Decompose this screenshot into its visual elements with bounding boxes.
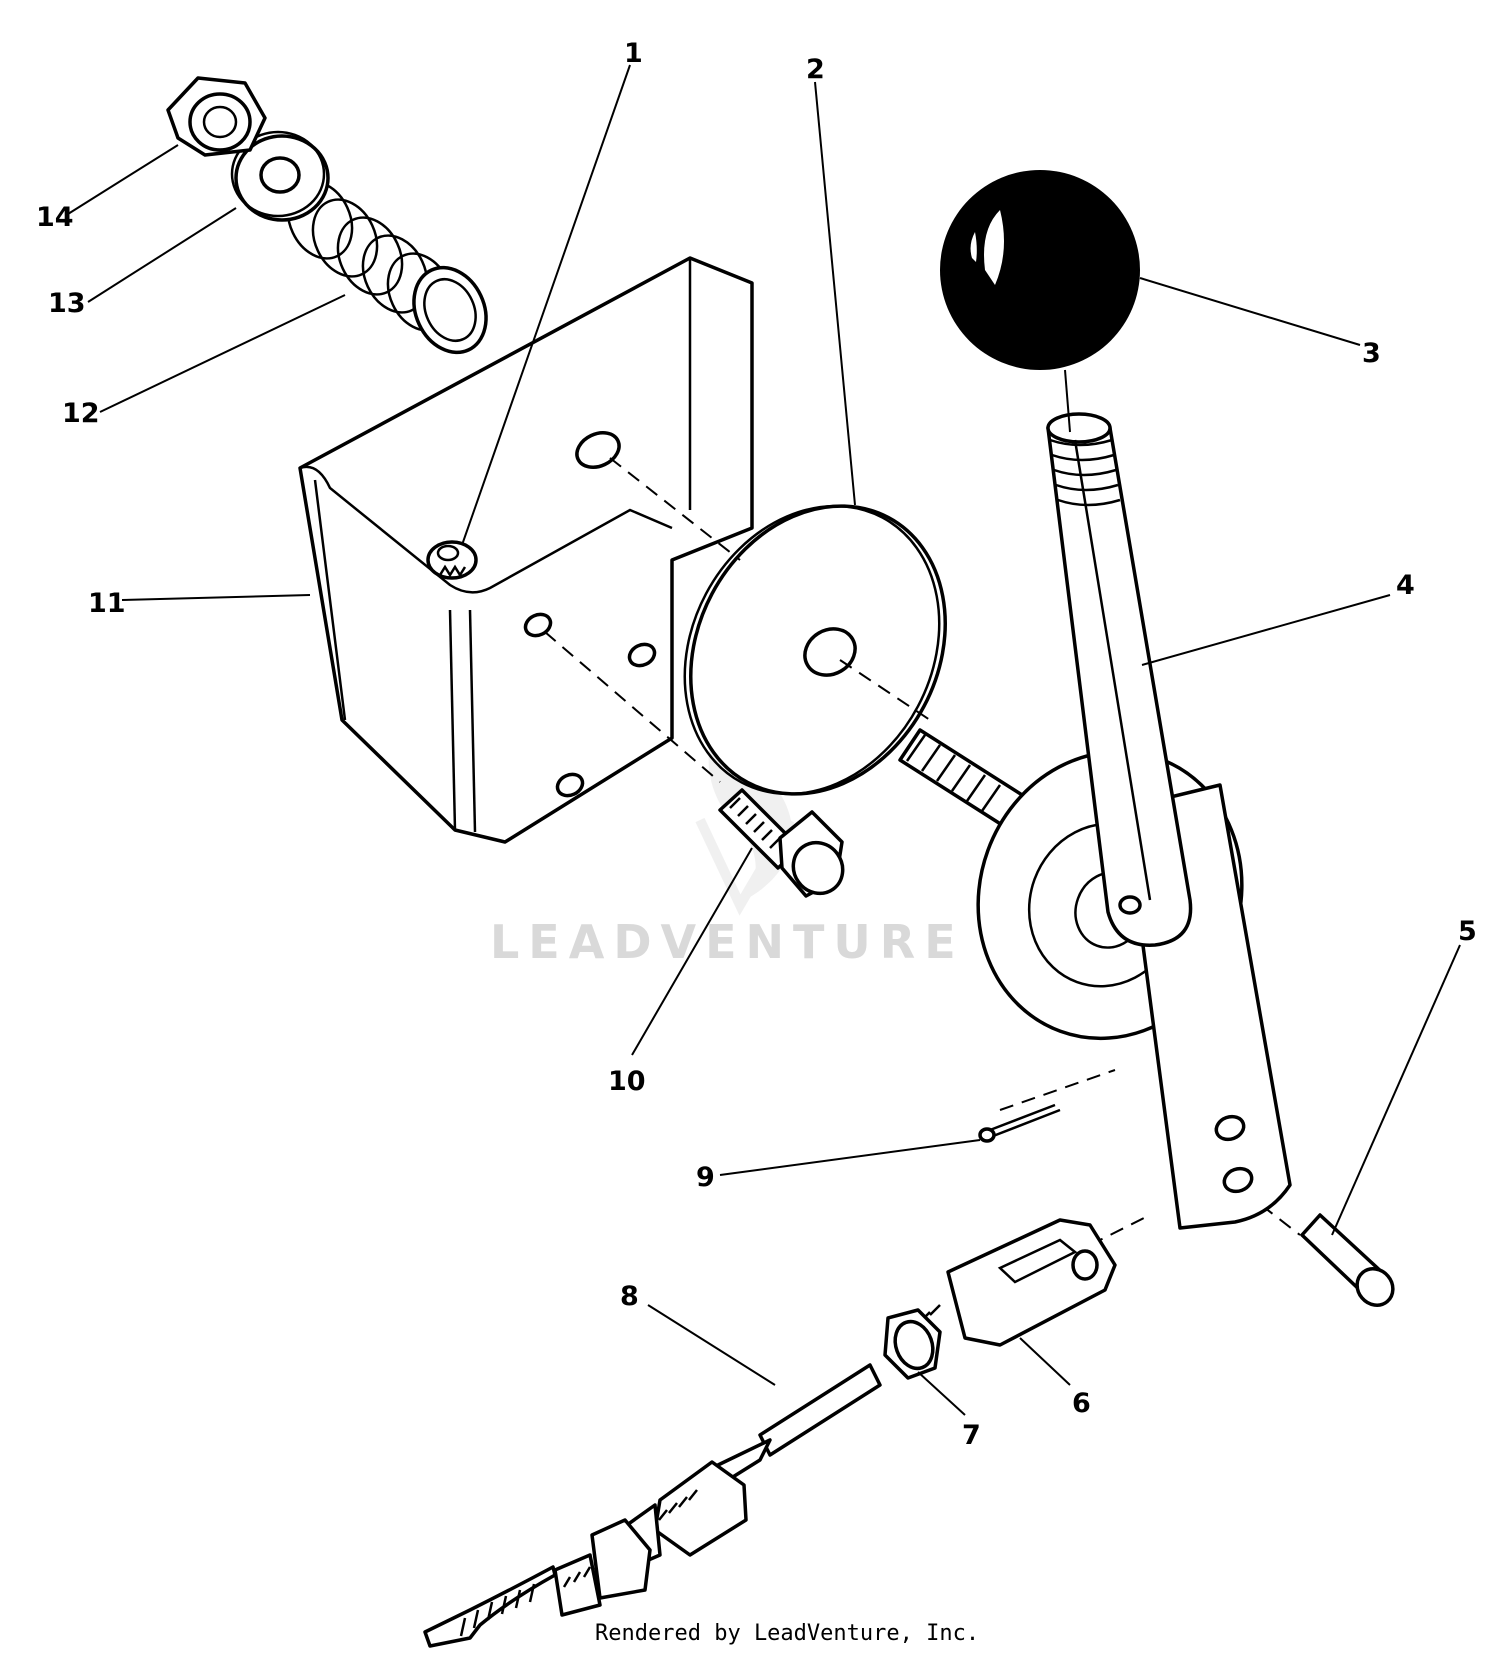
callout-7: 7 — [962, 1420, 981, 1451]
callout-12: 12 — [62, 398, 100, 429]
part-8-control-cable — [423, 1363, 882, 1648]
watermark-text: LEADVENTURE — [490, 915, 965, 969]
callout-labels: 1 2 3 4 5 6 7 8 9 10 11 12 13 14 — [36, 38, 1477, 1451]
part-3-knob — [940, 170, 1140, 433]
part-13-flat-washer — [230, 130, 330, 222]
callout-8: 8 — [620, 1281, 639, 1312]
part-9-cotter-pin — [978, 1103, 1061, 1143]
rendered-by-credit: Rendered by LeadVenture, Inc. — [595, 1621, 979, 1646]
callout-5: 5 — [1458, 916, 1477, 947]
part-1-lock-nut — [426, 540, 478, 580]
alignment-line-center — [839, 659, 931, 721]
part-5-clevis-pin — [1300, 1213, 1395, 1307]
callout-11: 11 — [88, 588, 126, 619]
leader-lines — [67, 64, 1461, 1416]
callout-9: 9 — [696, 1162, 715, 1193]
callout-2: 2 — [806, 54, 825, 85]
part-2-washer — [683, 504, 947, 796]
callout-1: 1 — [624, 38, 643, 69]
callout-4: 4 — [1396, 570, 1415, 601]
alignment-line-pin-9 — [999, 1069, 1116, 1111]
alignment-line-bolt — [544, 631, 721, 783]
callout-3: 3 — [1362, 338, 1381, 369]
part-4-lever-assembly — [898, 412, 1292, 1230]
callout-13: 13 — [48, 288, 86, 319]
callout-14: 14 — [36, 202, 74, 233]
part-10-hex-bolt — [718, 788, 845, 898]
part-14-hex-nut — [166, 76, 267, 157]
part-11-bracket — [298, 256, 754, 844]
part-7-jam-nut — [883, 1304, 942, 1380]
callout-10: 10 — [608, 1066, 646, 1097]
callout-6: 6 — [1072, 1388, 1091, 1419]
part-6-clevis — [946, 1218, 1117, 1347]
alignment-line-upper — [609, 457, 741, 561]
